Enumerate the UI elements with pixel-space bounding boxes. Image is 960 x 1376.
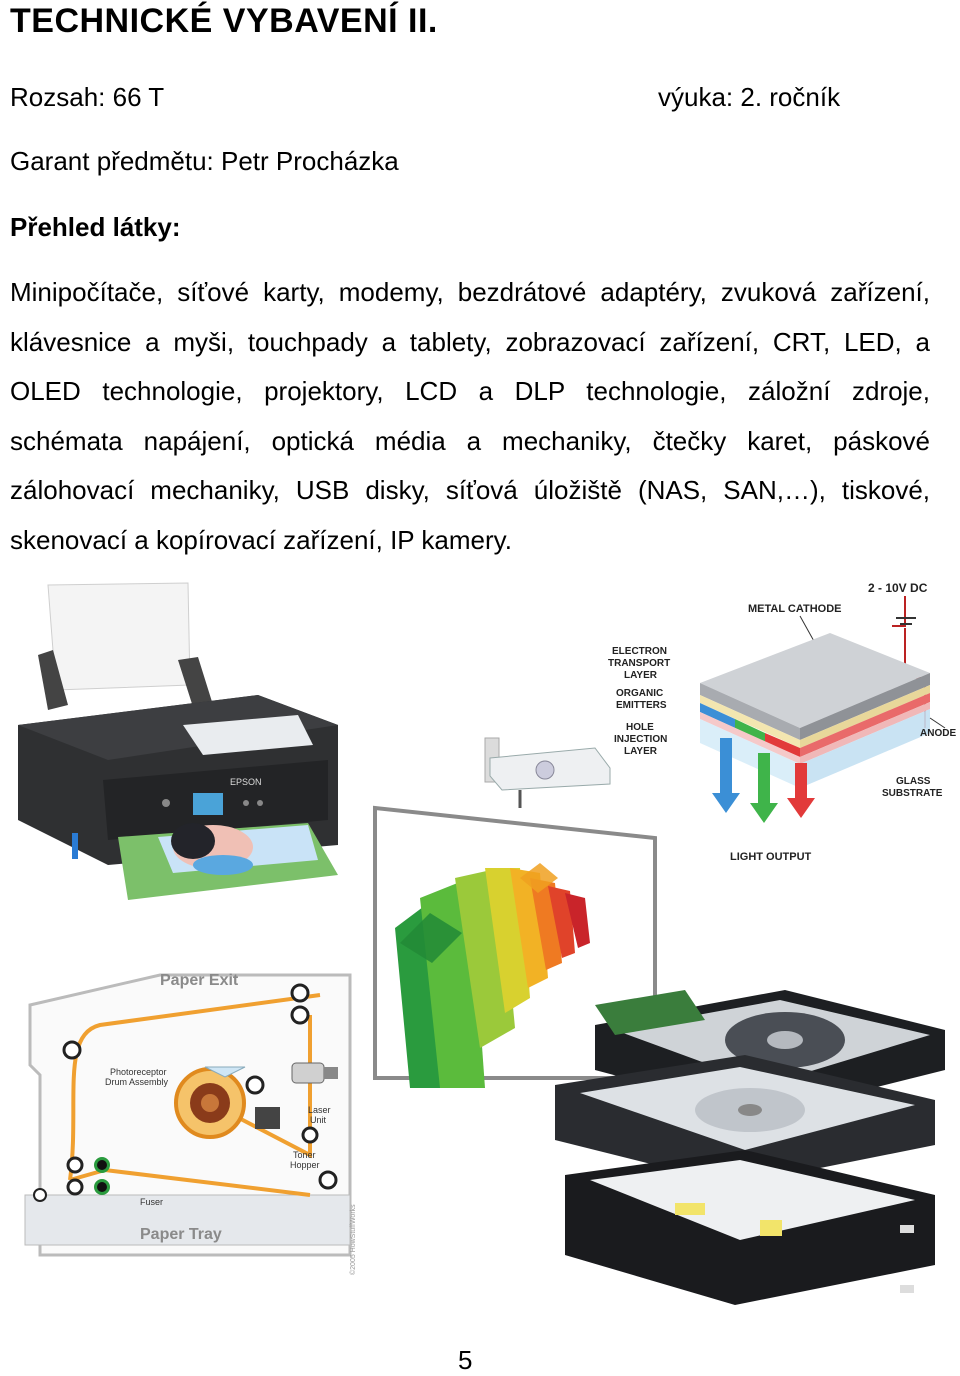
laser-unit-label-2: Unit [310, 1115, 327, 1125]
oled-glass-label-2: SUBSTRATE [882, 788, 943, 799]
laser-paper-tray-label: Paper Tray [140, 1226, 222, 1243]
course-year: výuka: 2. ročník [658, 82, 841, 112]
oled-hil-label-1: HOLE [626, 722, 654, 733]
overview-heading: Přehled látky: [10, 212, 181, 242]
oled-etl-label-3: LAYER [624, 670, 658, 681]
oled-diagram: 2 - 10V DC METAL CATHODE ELECTRON TRANSP… [608, 581, 956, 863]
projector-screen-image [373, 737, 657, 1088]
oled-emitters-label-1: ORGANIC [616, 688, 663, 699]
page-number: 5 [458, 1345, 473, 1375]
oled-cathode-label: METAL CATHODE [748, 603, 842, 615]
laser-drum-label-1: Photoreceptor [110, 1067, 167, 1077]
optical-drives-image [555, 990, 945, 1305]
printer-brand: EPSON [230, 777, 262, 787]
laser-copyright: ©2005 HowStuffWorks [349, 1204, 357, 1275]
laser-printer-diagram: Paper Exit Paper Tray Photoreceptor Drum… [24, 972, 357, 1275]
oled-hil-label-2: INJECTION [614, 734, 667, 745]
oled-light-output-label: LIGHT OUTPUT [730, 851, 812, 863]
laser-toner-label-2: Hopper [290, 1160, 320, 1170]
topics-paragraph: Minipočítače, síťové karty, modemy, bezd… [10, 277, 930, 555]
laser-fuser-label: Fuser [140, 1197, 163, 1207]
laser-paper-exit-label: Paper Exit [160, 972, 239, 989]
oled-glass-label-1: GLASS [896, 776, 931, 787]
course-scope: Rozsah: 66 T [10, 82, 165, 112]
inkjet-printer-image: EPSON [18, 582, 338, 900]
laser-unit-label-1: Laser [308, 1105, 331, 1115]
oled-etl-label-2: TRANSPORT [608, 658, 670, 669]
laser-toner-label-1: Toner [293, 1150, 316, 1160]
oled-anode-label: ANODE [920, 728, 956, 739]
course-guarantor: Garant předmětu: Petr Procházka [10, 146, 399, 176]
oled-voltage-label: 2 - 10V DC [868, 581, 928, 595]
oled-emitters-label-2: EMITTERS [616, 700, 667, 711]
oled-hil-label-3: LAYER [624, 746, 658, 757]
page-title: TECHNICKÉ VYBAVENÍ II. [10, 2, 438, 40]
oled-etl-label-1: ELECTRON [612, 646, 667, 657]
laser-drum-label-2: Drum Assembly [105, 1077, 169, 1087]
